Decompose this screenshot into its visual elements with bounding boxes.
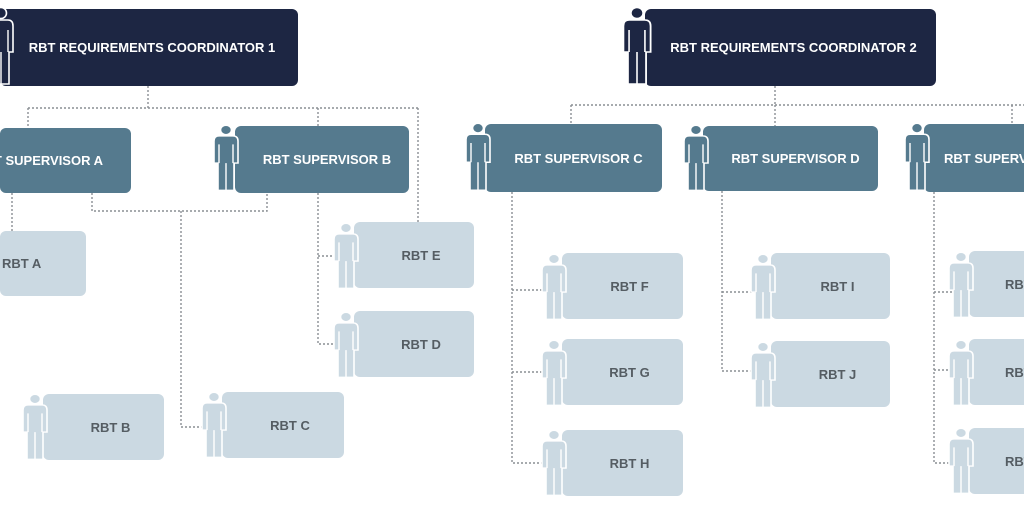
node-label: RBT I	[820, 278, 855, 294]
coordinator-box-c1: RBT REQUIREMENTS COORDINATOR 1	[0, 9, 298, 86]
person-icon	[683, 124, 709, 191]
connector-line-8	[933, 192, 969, 464]
supervisor-box-se: RBT SUPERVISOR E	[924, 124, 1024, 192]
person-icon	[333, 311, 359, 378]
rbt-box-rh: RBT H	[562, 430, 683, 496]
node-label: RBT F	[610, 278, 649, 294]
node-label: RBT REQUIREMENTS COORDINATOR 2	[670, 40, 917, 55]
supervisor-box-sa: RBT SUPERVISOR A	[0, 128, 131, 193]
node-label: RBT SUPERVISOR C	[514, 150, 643, 166]
rbt-box-rf: RBT F	[562, 253, 683, 319]
rbt-box-rg: RBT G	[562, 339, 683, 405]
connector-line-4	[91, 193, 268, 428]
person-icon	[541, 339, 567, 406]
node-label: RBT G	[609, 364, 650, 380]
rbt-box-re: RBT E	[354, 222, 474, 288]
node-label: RBT SUPERVISOR D	[731, 151, 860, 166]
supervisor-box-sd: RBT SUPERVISOR D	[703, 126, 878, 191]
person-icon	[750, 341, 776, 408]
rbt-box-ri: RBT I	[771, 253, 890, 319]
coordinator-box-c2: RBT REQUIREMENTS COORDINATOR 2	[645, 9, 936, 86]
person-icon	[465, 122, 491, 191]
connector-line-1	[27, 86, 419, 222]
supervisor-box-sc: RBT SUPERVISOR C	[485, 124, 662, 192]
node-label: RBT SUPERVISOR E	[944, 150, 1024, 166]
node-label: RBT J	[818, 366, 857, 382]
person-icon	[904, 122, 930, 191]
person-icon	[22, 393, 48, 460]
connector-line-2	[570, 86, 1024, 126]
rbt-box-rk: RBT K	[969, 251, 1024, 317]
person-icon	[333, 222, 359, 289]
person-icon	[0, 6, 14, 85]
node-label: RBT SUPERVISOR B	[262, 152, 392, 167]
rbt-box-rl: RBT L	[969, 339, 1024, 405]
person-icon	[948, 427, 974, 494]
person-icon	[750, 253, 776, 320]
node-label: RBT M	[1005, 453, 1024, 469]
rbt-box-rb: RBT B	[43, 394, 164, 460]
person-icon	[541, 429, 567, 496]
node-label: RBT E	[401, 247, 441, 263]
supervisor-box-sb: RBT SUPERVISOR B	[235, 126, 409, 193]
person-icon	[213, 124, 239, 191]
person-icon	[622, 6, 652, 85]
person-icon	[541, 253, 567, 320]
node-label: RBT C	[270, 417, 310, 433]
node-label: RBT L	[1005, 364, 1024, 380]
person-icon	[948, 251, 974, 318]
rbt-box-rd: RBT D	[354, 311, 474, 377]
connector-line-6	[511, 192, 562, 464]
rbt-box-rj: RBT J	[771, 341, 890, 407]
node-label: RBT D	[401, 336, 441, 352]
node-label: RBT K	[1005, 276, 1024, 292]
node-label: RBT A	[2, 256, 42, 271]
person-icon	[948, 339, 974, 406]
rbt-box-rc: RBT C	[222, 392, 344, 458]
rbt-box-ra: RBT A	[0, 231, 86, 296]
node-label: RBT B	[90, 419, 131, 435]
node-label: RBT SUPERVISOR A	[0, 153, 103, 168]
node-label: RBT H	[609, 455, 650, 471]
node-label: RBT REQUIREMENTS COORDINATOR 1	[28, 40, 276, 55]
person-icon	[201, 391, 227, 458]
rbt-box-rm: RBT M	[969, 428, 1024, 494]
